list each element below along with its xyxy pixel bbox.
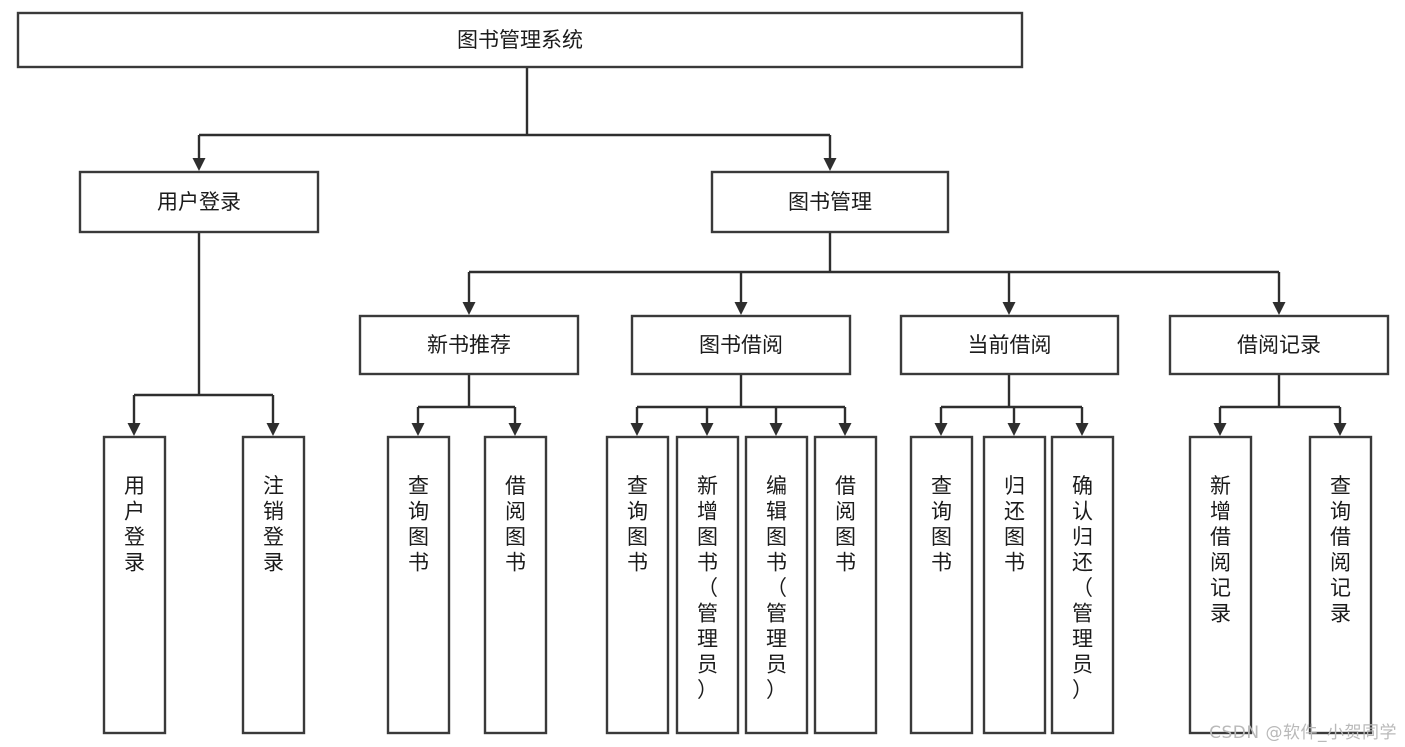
- node-layer: 图书管理系统用户登录图书管理新书推荐图书借阅当前借阅借阅记录用户登录注销登录查询…: [16, 11, 1390, 735]
- node-label-root: 图书管理系统: [457, 28, 583, 52]
- node-leaf-query-book-3[interactable]: 查询图书: [909, 435, 974, 735]
- node-new-book-recommend[interactable]: 新书推荐: [358, 314, 580, 376]
- node-leaf-logout[interactable]: 注销登录: [241, 435, 306, 735]
- node-label-leaf-query-book-1: 查询图书: [408, 474, 429, 575]
- node-label-book-manage: 图书管理: [788, 190, 872, 214]
- node-box-current-borrow: [899, 314, 1120, 376]
- node-label-leaf-query-record: 查询借阅记录: [1330, 474, 1351, 626]
- node-label-leaf-borrow-book-2: 借阅图书: [835, 474, 856, 575]
- node-label-user-login: 用户登录: [157, 190, 241, 214]
- node-box-leaf-query-book-1: [386, 435, 451, 735]
- node-box-leaf-query-book-3: [909, 435, 974, 735]
- node-leaf-borrow-book-1[interactable]: 借阅图书: [483, 435, 548, 735]
- node-box-leaf-query-book-2: [605, 435, 670, 735]
- node-label-book-borrow: 图书借阅: [699, 333, 783, 357]
- node-leaf-confirm-return[interactable]: 确认归还（管理员）: [1050, 435, 1115, 735]
- node-label-leaf-return-book: 归还图书: [1004, 474, 1025, 575]
- node-box-book-borrow: [630, 314, 852, 376]
- node-label-borrow-record: 借阅记录: [1237, 333, 1321, 357]
- node-box-leaf-edit-book: [744, 435, 809, 735]
- node-current-borrow[interactable]: 当前借阅: [899, 314, 1120, 376]
- node-label-leaf-edit-book: 编辑图书（管理员）: [766, 474, 787, 702]
- node-box-leaf-borrow-book-2: [813, 435, 878, 735]
- node-label-leaf-user-login: 用户登录: [124, 474, 145, 575]
- node-box-leaf-query-record: [1308, 435, 1373, 735]
- node-leaf-query-book-1[interactable]: 查询图书: [386, 435, 451, 735]
- node-box-leaf-logout: [241, 435, 306, 735]
- node-leaf-query-book-2[interactable]: 查询图书: [605, 435, 670, 735]
- node-user-login[interactable]: 用户登录: [78, 170, 320, 234]
- node-label-new-book-recommend: 新书推荐: [427, 333, 511, 357]
- connector-root: [192, 67, 837, 171]
- node-label-leaf-add-record: 新增借阅记录: [1210, 474, 1231, 626]
- node-label-leaf-borrow-book-1: 借阅图书: [505, 474, 526, 575]
- node-box-borrow-record: [1168, 314, 1390, 376]
- node-label-leaf-query-book-2: 查询图书: [627, 474, 648, 575]
- node-leaf-add-book[interactable]: 新增图书（管理员）: [675, 435, 740, 735]
- node-box-book-manage: [710, 170, 950, 234]
- node-root[interactable]: 图书管理系统: [16, 11, 1024, 69]
- node-leaf-borrow-book-2[interactable]: 借阅图书: [813, 435, 878, 735]
- node-box-leaf-borrow-book-1: [483, 435, 548, 735]
- connector-new-book-recommend: [411, 374, 522, 436]
- node-leaf-user-login[interactable]: 用户登录: [102, 435, 167, 735]
- node-book-manage[interactable]: 图书管理: [710, 170, 950, 234]
- node-borrow-record[interactable]: 借阅记录: [1168, 314, 1390, 376]
- node-label-leaf-confirm-return: 确认归还（管理员）: [1072, 474, 1093, 702]
- node-box-leaf-user-login: [102, 435, 167, 735]
- node-box-leaf-return-book: [982, 435, 1047, 735]
- connector-book-borrow: [630, 374, 852, 436]
- node-box-leaf-add-record: [1188, 435, 1253, 735]
- node-leaf-edit-book[interactable]: 编辑图书（管理员）: [744, 435, 809, 735]
- connector-book-manage: [462, 232, 1286, 315]
- node-box-new-book-recommend: [358, 314, 580, 376]
- node-box-root: [16, 11, 1024, 69]
- node-book-borrow[interactable]: 图书借阅: [630, 314, 852, 376]
- node-label-current-borrow: 当前借阅: [968, 333, 1052, 357]
- connector-user-login: [127, 232, 280, 436]
- node-label-leaf-query-book-3: 查询图书: [931, 474, 952, 575]
- node-leaf-query-record[interactable]: 查询借阅记录: [1308, 435, 1373, 735]
- connector-borrow-record: [1213, 374, 1347, 436]
- connector-current-borrow: [934, 374, 1089, 436]
- node-leaf-add-record[interactable]: 新增借阅记录: [1188, 435, 1253, 735]
- node-box-user-login: [78, 170, 320, 234]
- node-label-leaf-add-book: 新增图书（管理员）: [697, 474, 718, 702]
- node-label-leaf-logout: 注销登录: [263, 474, 284, 575]
- node-box-leaf-add-book: [675, 435, 740, 735]
- node-box-leaf-confirm-return: [1050, 435, 1115, 735]
- connector-layer: [127, 67, 1347, 436]
- node-leaf-return-book[interactable]: 归还图书: [982, 435, 1047, 735]
